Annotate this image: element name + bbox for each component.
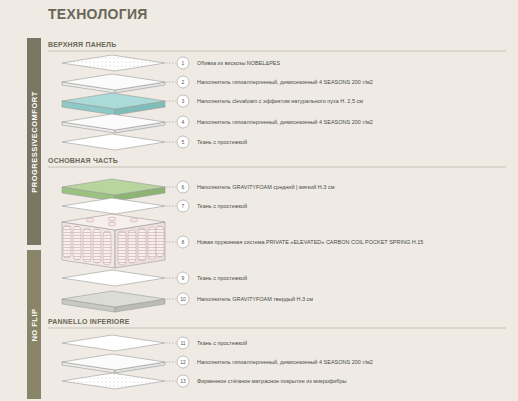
band-label: NO FLIP bbox=[30, 308, 39, 341]
callout-leaders bbox=[166, 57, 189, 387]
callout-text: Наполнитель гипоаллергенный, демисезонны… bbox=[197, 118, 373, 126]
band-label: PROGRESSIVECOMFORT bbox=[30, 91, 39, 193]
section-rules bbox=[48, 51, 506, 328]
callout-text: Наполнитель GRAVITYFOAM средний | мягкий… bbox=[197, 183, 334, 191]
callout-text: Фирменное стёганое матрасное покрытие из… bbox=[197, 377, 347, 385]
callout-text: Ткань с простежкой bbox=[197, 339, 247, 347]
section-heading: PANNELLO INFERIORE bbox=[48, 318, 130, 325]
callout-number: 10 bbox=[177, 293, 189, 305]
callout-text: Наполнитель clevafoam с эффектом натурал… bbox=[197, 97, 363, 105]
side-band: NO FLIP bbox=[27, 250, 41, 399]
callout-text: Ткань с простежкой bbox=[197, 202, 247, 210]
callout-number: 12 bbox=[177, 356, 189, 368]
callout-text: Ткань с простежкой bbox=[197, 274, 247, 282]
callout-number: 13 bbox=[177, 375, 189, 387]
callout-text: Наполнитель гипоаллергенный, демисезонны… bbox=[197, 78, 373, 86]
callout-text: Обивка из вискозы NOBEL&PES bbox=[197, 59, 280, 67]
callout-number: 11 bbox=[177, 337, 189, 349]
section-heading: ВЕРХНЯЯ ПАНЕЛЬ bbox=[48, 41, 116, 48]
callout-number: 4 bbox=[177, 116, 189, 128]
side-band: PROGRESSIVECOMFORT bbox=[27, 38, 41, 245]
callout-number: 3 bbox=[177, 95, 189, 107]
callout-number: 1 bbox=[177, 57, 189, 69]
callout-number: 7 bbox=[177, 200, 189, 212]
section-heading: ОСНОВНАЯ ЧАСТЬ bbox=[48, 157, 118, 164]
diagram-title: ТЕХНОЛОГИЯ bbox=[48, 6, 148, 22]
callout-text: Наполнитель GRAVITYFOAM твердый Н.3 см bbox=[197, 295, 313, 303]
layers bbox=[62, 55, 165, 389]
callout-number: 5 bbox=[177, 136, 189, 148]
callout-text: Наполнитель гипоаллергенный, демисезонны… bbox=[197, 358, 373, 366]
callout-text: Новая пружинная система PRIVATE «ELEVATE… bbox=[197, 238, 423, 246]
callout-number: 6 bbox=[177, 181, 189, 193]
callout-number: 8 bbox=[177, 236, 189, 248]
callout-number: 2 bbox=[177, 76, 189, 88]
callout-text: Ткань с простежкой bbox=[197, 138, 247, 146]
callout-number: 9 bbox=[177, 272, 189, 284]
